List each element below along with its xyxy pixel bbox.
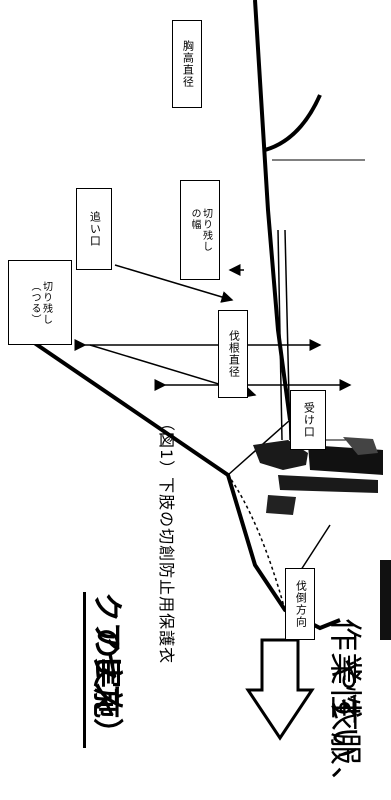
tree-felling-diagram: 追い口 切り残し （つる） 胸高直径 切り残し の幅 伐根直径 伐倒方向 受け口… [8, 0, 391, 800]
label-cut-mouth: 追い口 [76, 188, 112, 270]
back-cut-line-2 [284, 229, 291, 441]
label-stump-diameter: 伐根直径 [218, 310, 248, 398]
worker-photo [380, 560, 391, 640]
worker-photo-image [248, 435, 388, 520]
back-cut-line-1 [277, 229, 283, 441]
notch-dotted [227, 474, 286, 611]
figure-caption: （図1）下肢の切創防止用保護衣 [157, 415, 176, 665]
diagram-lines [28, 0, 391, 741]
trunk-left-edge [28, 338, 341, 631]
side-text-bold-2: の実施） [83, 628, 132, 748]
side-text-line-3: 衣服、 [326, 698, 365, 800]
label-hinge-width: 切り残し の幅 [180, 180, 220, 280]
trunk-right-edge [253, 0, 292, 421]
label-notch: 受け口 [290, 390, 326, 450]
label-hinge: 切り残し （つる） [8, 260, 72, 345]
trunk-curve [264, 94, 322, 152]
pointer-cut-mouth [114, 264, 234, 303]
label-felling-direction: 伐倒方向 [285, 568, 315, 640]
felling-direction-arrow [245, 638, 315, 741]
label-chest-diameter: 胸高直径 [172, 20, 202, 108]
